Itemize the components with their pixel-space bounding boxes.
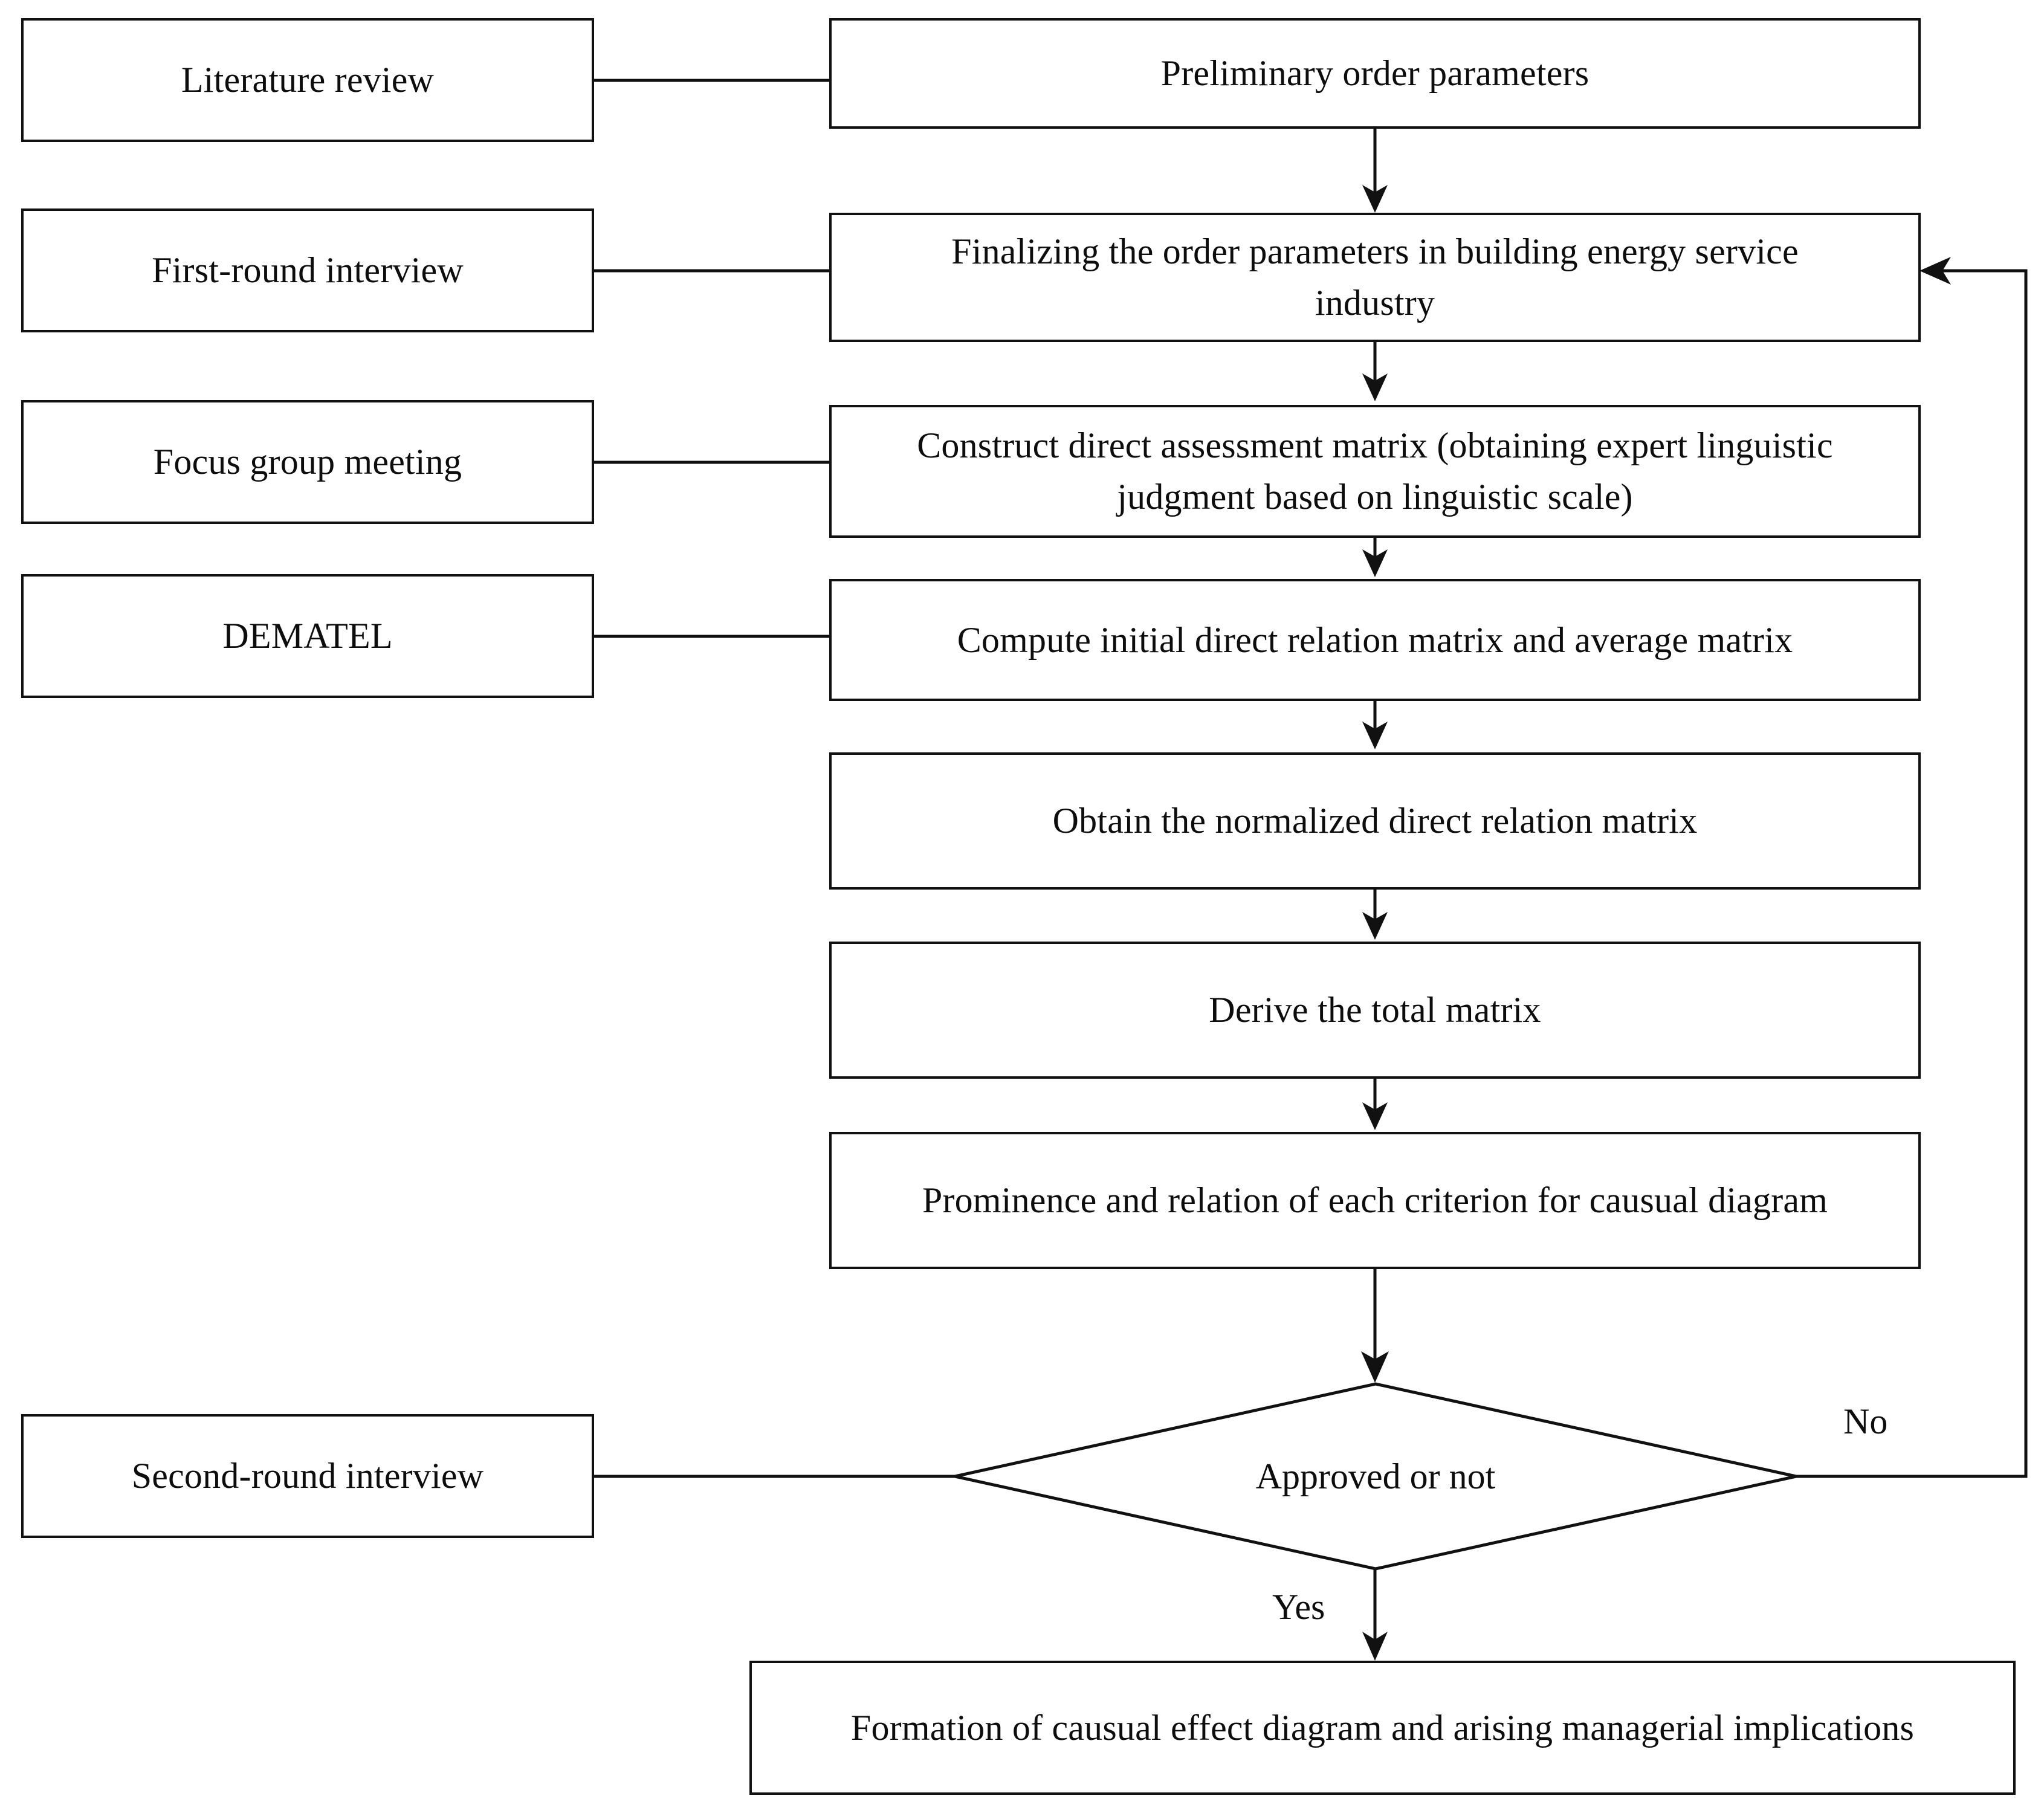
process-box-prominence-and-relation[interactable]: Prominence and relation of each criterio… — [829, 1132, 1921, 1269]
input-box-literature-review[interactable]: Literature review — [21, 18, 594, 142]
outcome-label-formation-of-causual-effect-diagram: Formation of causual effect diagram and … — [850, 1707, 1915, 1748]
process-box-construct-direct-assessment-matrix[interactable]: Construct direct assessment matrix (obta… — [829, 405, 1921, 538]
arrow-head-construct-to-compute — [1362, 549, 1388, 577]
process-box-compute-initial-direct-relation-matrix[interactable]: Compute initial direct relation matrix a… — [829, 579, 1921, 701]
input-box-focus-group-meeting[interactable]: Focus group meeting — [21, 400, 594, 524]
decision-diamond-shape — [954, 1382, 1797, 1571]
arrow-head-finalizing-to-construct — [1362, 373, 1388, 401]
arrow-head-decision-yes-to-outcome — [1362, 1632, 1388, 1661]
arrow-head-obtain-to-derive — [1362, 912, 1388, 940]
process-box-finalizing-order-parameters[interactable]: Finalizing the order parameters in build… — [829, 213, 1921, 342]
process-label-prominence-and-relation: Prominence and relation of each criterio… — [922, 1180, 1828, 1221]
outcome-box-formation-of-causual-effect-diagram[interactable]: Formation of causual effect diagram and … — [749, 1661, 2016, 1795]
input-box-dematel[interactable]: DEMATEL — [21, 574, 594, 698]
decision-diamond-approved-or-not[interactable]: Approved or not — [954, 1382, 1797, 1571]
input-label-first-round-interview: First-round interview — [152, 250, 464, 291]
input-box-second-round-interview[interactable]: Second-round interview — [21, 1414, 594, 1538]
decision-branch-label-no: No — [1843, 1401, 1888, 1441]
arrow-head-prominence-to-decision — [1361, 1351, 1389, 1383]
decision-branch-label-yes: Yes — [1272, 1587, 1325, 1627]
process-box-derive-total-matrix[interactable]: Derive the total matrix — [829, 942, 1921, 1079]
process-label-finalizing-line1: Finalizing the order parameters in build… — [951, 231, 1799, 271]
process-label-construct-line1: Construct direct assessment matrix (obta… — [917, 425, 1833, 465]
arrow-head-feedback-to-finalizing — [1919, 257, 1951, 285]
process-label-compute-initial-direct-relation-matrix: Compute initial direct relation matrix a… — [957, 619, 1793, 660]
input-box-first-round-interview[interactable]: First-round interview — [21, 208, 594, 332]
process-label-derive-total-matrix: Derive the total matrix — [1209, 990, 1541, 1030]
process-label-finalizing-order-parameters: Finalizing the order parameters in build… — [847, 226, 1903, 329]
input-label-second-round-interview: Second-round interview — [131, 1456, 484, 1496]
process-label-obtain-normalized-direct-relation-matrix: Obtain the normalized direct relation ma… — [1052, 801, 1698, 841]
process-box-obtain-normalized-direct-relation-matrix[interactable]: Obtain the normalized direct relation ma… — [829, 752, 1921, 890]
arrow-head-compute-to-obtain — [1362, 722, 1388, 749]
process-label-construct-line2: judgment based on linguistic scale) — [1117, 477, 1633, 517]
arrow-head-preliminary-to-finalizing — [1362, 185, 1388, 213]
process-label-construct-direct-assessment-matrix: Construct direct assessment matrix (obta… — [847, 420, 1903, 523]
input-label-focus-group-meeting: Focus group meeting — [153, 442, 462, 482]
process-label-preliminary-order-parameters: Preliminary order parameters — [1160, 53, 1590, 94]
process-box-preliminary-order-parameters[interactable]: Preliminary order parameters — [829, 18, 1921, 129]
input-label-literature-review: Literature review — [181, 60, 435, 100]
process-label-finalizing-line2: industry — [1315, 283, 1435, 323]
input-label-dematel: DEMATEL — [222, 616, 393, 656]
arrow-head-derive-to-prominence — [1362, 1102, 1388, 1130]
